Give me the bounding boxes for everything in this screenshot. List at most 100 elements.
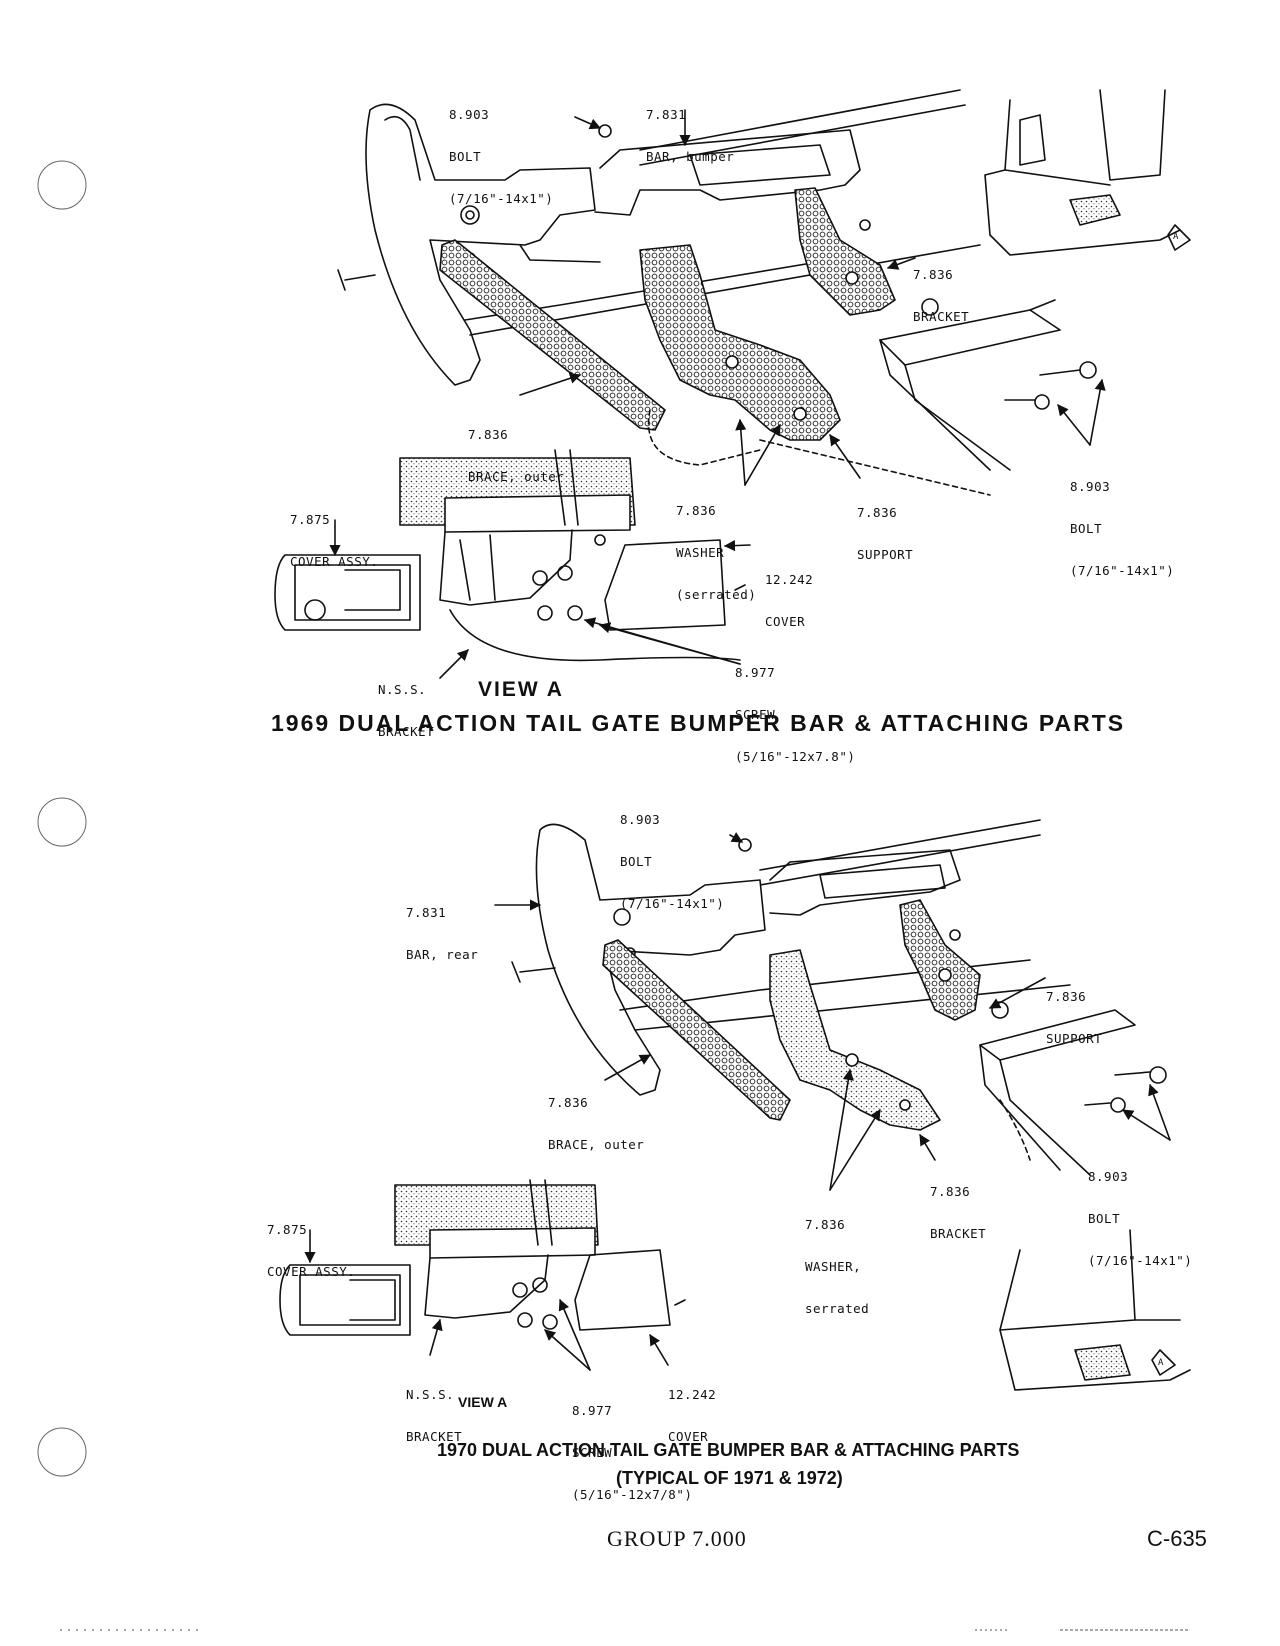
callout-1970-nss-bracket: N.S.S. BRACKET: [406, 1360, 462, 1458]
callout-1969-bar-bumper: 7.831 BAR, bumper: [646, 80, 734, 178]
view-a-arrow: [1167, 224, 1191, 251]
cover-assy-part: [274, 554, 421, 631]
callout-line: (7/16"-14x1"): [449, 191, 554, 206]
callout-line: BRACKET: [930, 1226, 987, 1241]
bracket-part: [794, 187, 896, 316]
binder-hole: [37, 160, 87, 210]
page-number: C-635: [1147, 1526, 1207, 1551]
callout-line: WASHER: [676, 545, 725, 560]
callout-line: 7.836: [930, 1184, 971, 1199]
callout-1970-support: 7.836 SUPPORT: [1046, 962, 1102, 1060]
callout-1969-washer: 7.836 WASHER (serrated): [676, 476, 756, 616]
callout-line: 7.836: [676, 503, 717, 518]
callout-1970-bar-rear: 7.831 BAR, rear: [406, 878, 478, 976]
cover-12242-part: [604, 539, 726, 631]
binder-hole: [37, 797, 87, 847]
callout-line: SUPPORT: [1046, 1031, 1103, 1046]
callout-1970-bolt-right: 8.903 BOLT (7/16"-14x1"): [1088, 1142, 1192, 1282]
callout-line: 7.836: [548, 1095, 589, 1110]
brace-outer-part: [602, 939, 791, 1121]
callout-line: BOLT: [449, 149, 482, 164]
callout-line: N.S.S.: [406, 1387, 455, 1402]
callout-line: 8.903: [449, 107, 490, 122]
frame-rail: [979, 1009, 1136, 1061]
diagram-1970-title: 1970 DUAL ACTION TAIL GATE BUMPER BAR & …: [437, 1440, 1020, 1460]
support-part: [899, 899, 981, 1021]
callout-line: 7.836: [857, 505, 898, 520]
inset-vehicle: [984, 99, 1181, 256]
callout-1970-bracket: 7.836 BRACKET: [930, 1157, 986, 1255]
callout-line: BOLT: [1070, 521, 1103, 536]
callout-line: BRACKET: [378, 724, 435, 739]
callout-line: (7/16"-14x1"): [1070, 563, 1175, 578]
support-part: [639, 244, 841, 441]
callout-line: 8.903: [1088, 1169, 1129, 1184]
callout-line: SCREW: [735, 707, 776, 722]
callout-line: N.S.S.: [378, 682, 427, 697]
callout-line: (5/16"-12x7.8"): [735, 749, 856, 764]
diagram-1969: [274, 89, 1191, 679]
callout-line: COVER ASSY.: [267, 1264, 356, 1279]
callout-line: 7.836: [913, 267, 954, 282]
callout-1970-cover-assy: 7.875 COVER ASSY.: [267, 1195, 355, 1293]
callout-line: BOLT: [1088, 1211, 1121, 1226]
view-a-arrow: [1151, 1349, 1176, 1376]
callout-line: BAR, bumper: [646, 149, 735, 164]
view-a-label-1970: VIEW A: [458, 1394, 508, 1410]
callout-1970-washer: 7.836 WASHER, serrated: [805, 1190, 869, 1330]
callout-1969-brace-outer: 7.836 BRACE, outer: [468, 400, 564, 498]
bolt-head: [738, 838, 752, 852]
frame-rail: [879, 309, 1061, 366]
callout-line: 7.836: [1046, 989, 1087, 1004]
callout-line: 7.875: [267, 1222, 308, 1237]
callout-line: (serrated): [676, 587, 757, 602]
callout-line: SCREW: [572, 1445, 613, 1460]
callout-line: SUPPORT: [857, 547, 914, 562]
callout-line: (7/16"-14x1"): [1088, 1253, 1193, 1268]
callout-line: (7/16"-14x1"): [620, 896, 725, 911]
callout-1969-screw: 8.977 SCREW (5/16"-12x7.8"): [735, 638, 855, 778]
callout-line: BRACE, outer: [468, 469, 565, 484]
callout-1970-screw: 8.977 SCREW (5/16"-12x7/8"): [572, 1376, 692, 1516]
callout-1970-brace-outer: 7.836 BRACE, outer: [548, 1068, 644, 1166]
inset-vehicle: [999, 1249, 1191, 1391]
callout-line: 8.977: [572, 1403, 613, 1418]
cover-12242-part: [574, 1249, 671, 1331]
callout-line: BAR, rear: [406, 947, 479, 962]
callout-line: BRACE, outer: [548, 1137, 645, 1152]
callout-1969-cover-assy: 7.875 COVER ASSY.: [290, 485, 378, 583]
callout-1969-bracket: 7.836 BRACKET: [913, 240, 969, 338]
callout-line: 8.903: [1070, 479, 1111, 494]
callout-1969-bolt-right: 8.903 BOLT (7/16"-14x1"): [1070, 452, 1174, 592]
bumper-bar-top-edge: [639, 89, 961, 151]
callout-line: 8.903: [620, 812, 661, 827]
diagram-1969-title: 1969 DUAL ACTION TAIL GATE BUMPER BAR & …: [271, 710, 1126, 736]
callout-1970-cover: 12.242 COVER: [668, 1360, 716, 1458]
callout-line: COVER: [765, 614, 806, 629]
bolt-head: [598, 124, 612, 138]
callout-line: COVER ASSY.: [290, 554, 379, 569]
callout-line: 8.977: [735, 665, 776, 680]
binder-holes: [37, 160, 87, 1477]
callout-1969-bolt-top: 8.903 BOLT (7/16"-14x1"): [449, 80, 553, 220]
callout-line: serrated: [805, 1301, 870, 1316]
callout-line: 7.836: [468, 427, 509, 442]
bumper-bar-end: [365, 103, 596, 386]
callout-line: BRACKET: [913, 309, 970, 324]
callout-1969-support: 7.836 SUPPORT: [857, 478, 913, 576]
callout-line: 7.836: [805, 1217, 846, 1232]
bracket-part: [769, 949, 941, 1131]
cover-assy-part: [279, 1264, 411, 1336]
callout-line: 7.831: [646, 107, 687, 122]
group-number: GROUP 7.000: [607, 1526, 747, 1551]
callout-line: (5/16"-12x7/8"): [572, 1487, 693, 1502]
brace-outer-part: [439, 239, 666, 431]
view-arrow-letter: A: [1158, 1358, 1164, 1368]
callout-line: BOLT: [620, 854, 653, 869]
callout-line: 12.242: [765, 572, 814, 587]
callout-line: 12.242: [668, 1387, 717, 1402]
bumper-bar-top-edge: [759, 819, 1041, 871]
callout-1969-nss-bracket: N.S.S. BRACKET: [378, 655, 434, 753]
